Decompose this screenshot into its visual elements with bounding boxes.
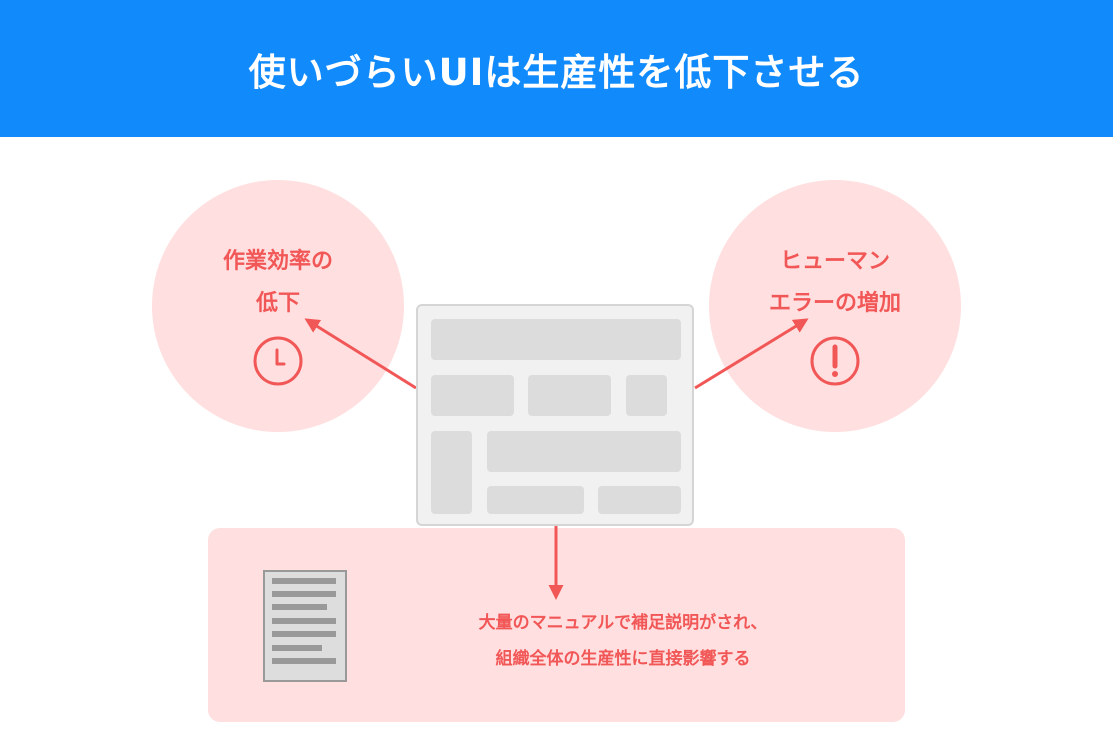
human-error-label-line2: エラーの増加	[768, 291, 901, 316]
mockup-block	[487, 486, 584, 514]
panel-text-line2: 組織全体の生産性に直接影響する	[495, 649, 751, 669]
human-error-label-line1: ヒューマン	[779, 249, 890, 274]
mockup-header-block	[431, 319, 681, 360]
header-banner: 使いづらいUIは生産性を低下させる	[0, 0, 1113, 137]
efficiency-label-line1: 作業効率の	[222, 249, 333, 274]
mockup-sidebar-block	[431, 431, 472, 514]
mockup-block	[528, 375, 611, 416]
mockup-content-block	[487, 431, 681, 472]
page-title: 使いづらいUIは生産性を低下させる	[248, 50, 865, 94]
panel-text-line1: 大量のマニュアルで補足説明がされ、	[478, 613, 768, 633]
bottom-panel: 大量のマニュアルで補足説明がされ、 組織全体の生産性に直接影響する	[208, 528, 905, 722]
mockup-block	[431, 375, 514, 416]
efficiency-label-line2: 低下	[255, 291, 300, 316]
mockup-block	[626, 375, 667, 416]
mockup-block	[598, 486, 681, 514]
document-icon	[263, 570, 347, 682]
exclamation-icon	[810, 336, 860, 386]
circle-human-error: ヒューマン エラーの増加	[709, 180, 961, 432]
clock-icon	[253, 336, 303, 386]
ui-screen-mockup	[416, 304, 694, 526]
circle-efficiency: 作業効率の 低下	[152, 180, 404, 432]
